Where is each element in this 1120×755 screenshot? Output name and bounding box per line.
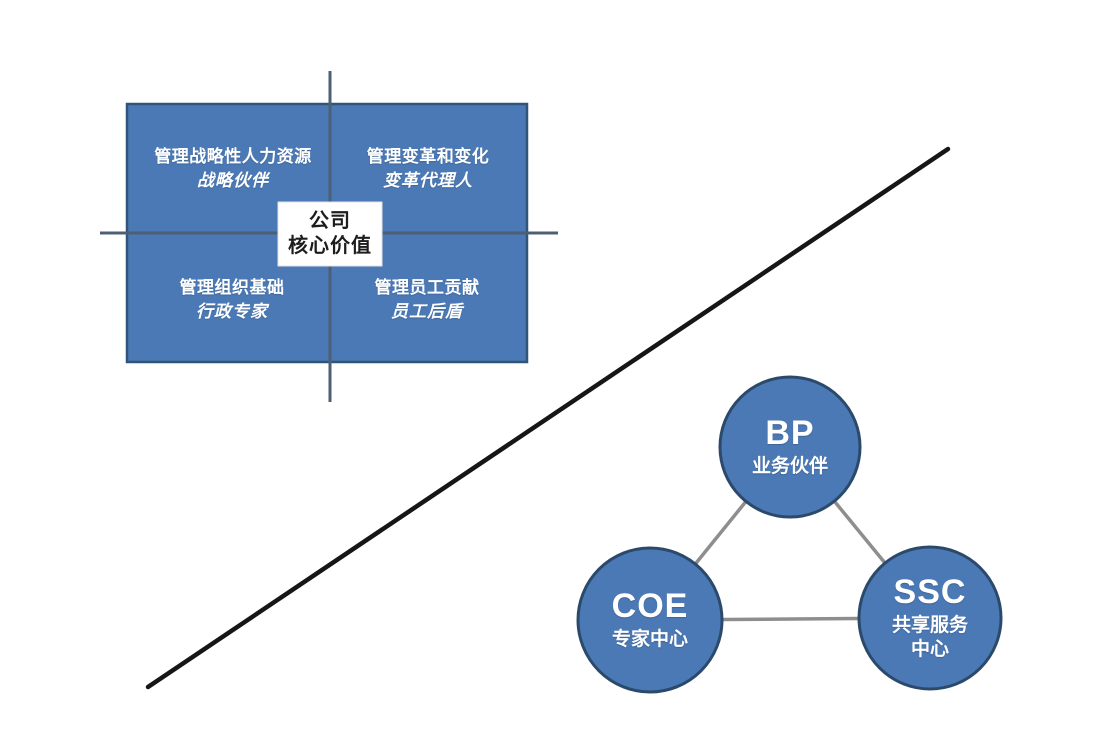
diagonal-divider-line [145, 146, 951, 690]
circle-ssc [857, 545, 1003, 691]
circle-bp [718, 375, 862, 519]
circle-coe [576, 546, 724, 694]
center-value-box [277, 201, 383, 267]
